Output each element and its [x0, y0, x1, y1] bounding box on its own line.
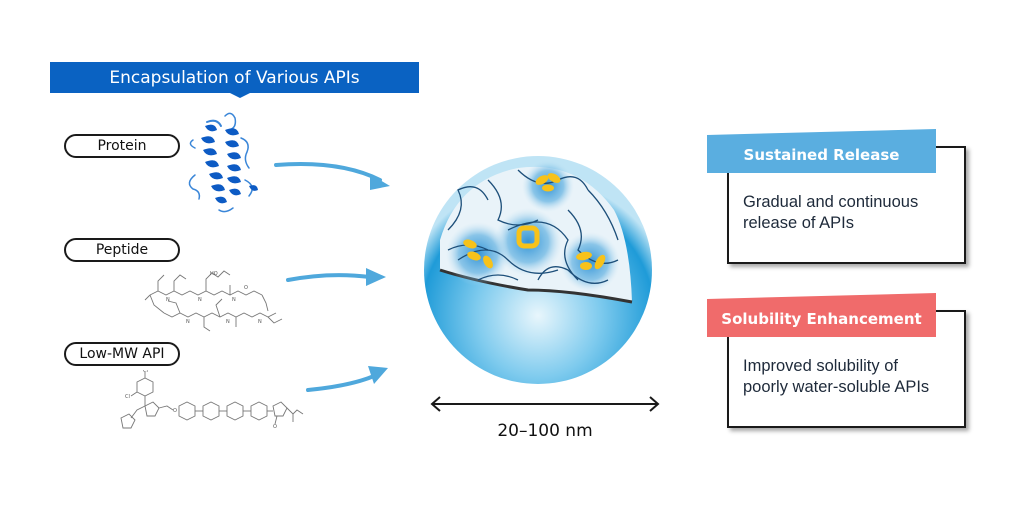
page-title: Encapsulation of Various APIs — [109, 68, 360, 88]
benefit-description: Gradual and continuous release of APIs — [743, 192, 918, 234]
benefit-title: Sustained Release — [743, 146, 900, 164]
svg-text:Cl: Cl — [125, 394, 130, 400]
title-banner: Encapsulation of Various APIs — [50, 62, 419, 98]
svg-text:N: N — [198, 297, 202, 303]
svg-text:O: O — [173, 408, 177, 414]
svg-text:Cl: Cl — [143, 370, 148, 374]
benefit-description: Improved solubility of poorly water-solu… — [743, 356, 929, 398]
svg-text:O: O — [244, 285, 248, 291]
svg-text:N: N — [226, 319, 230, 325]
banner-shape — [50, 62, 419, 98]
svg-text:N: N — [166, 297, 170, 303]
api-label-peptide: Peptide — [64, 238, 180, 262]
encapsulated-drugs — [463, 173, 606, 270]
svg-text:N: N — [232, 297, 236, 303]
svg-text:O: O — [273, 424, 277, 430]
benefit-header-sustained-release: Sustained Release — [707, 129, 936, 173]
api-label-low-mw: Low-MW API — [64, 342, 180, 366]
polymer-chains — [447, 169, 619, 284]
arrow-peptide-icon — [286, 268, 386, 286]
arrow-protein-icon — [274, 162, 390, 190]
nanoparticle-illustration — [424, 156, 652, 384]
svg-text:HO: HO — [210, 271, 218, 277]
size-label: 20–100 nm — [497, 421, 593, 441]
api-label-protein: Protein — [64, 134, 180, 158]
benefit-header-solubility-enhancement: Solubility Enhancement — [707, 293, 936, 337]
protein-structure-icon — [188, 112, 258, 213]
description-line: Gradual and continuous — [743, 193, 919, 211]
benefit-title: Solubility Enhancement — [721, 310, 922, 328]
arrows-group — [274, 162, 390, 392]
svg-text:N: N — [186, 319, 190, 325]
description-line: Improved solubility of — [743, 357, 898, 375]
description-line: release of APIs — [743, 214, 854, 232]
svg-text:N: N — [258, 319, 262, 325]
size-double-arrow-icon — [430, 396, 660, 412]
arrow-low-mw-icon — [306, 366, 388, 392]
description-line: poorly water-soluble APIs — [743, 378, 930, 396]
peptide-structure-icon: N N N N N N HO O — [144, 270, 283, 332]
